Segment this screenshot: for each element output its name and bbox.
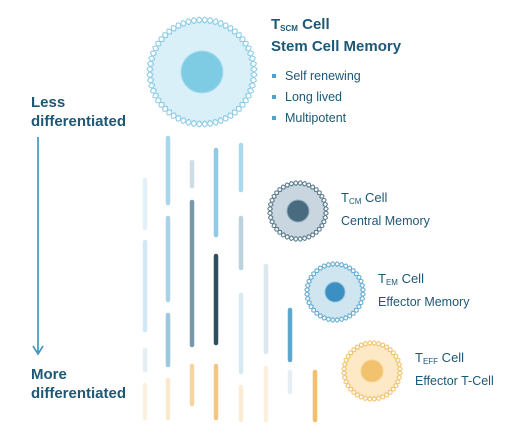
tcm-cell-title: TCM Cell xyxy=(341,190,388,206)
cell-nucleus xyxy=(360,359,384,383)
cell-membrane xyxy=(304,261,366,323)
tscm-properties-list: Self renewing Long lived Multipotent xyxy=(271,66,361,129)
differentiation-arrow xyxy=(32,137,44,356)
cell-nucleus xyxy=(286,199,310,223)
list-item: Multipotent xyxy=(271,108,361,129)
cell-membrane xyxy=(146,16,258,128)
tem-cell-name: Effector Memory xyxy=(378,295,470,309)
tem-cell-icon xyxy=(304,261,366,323)
tscm-cell-title: TSCM Cell xyxy=(271,16,330,33)
differentiation-bars xyxy=(142,135,318,423)
more-differentiated-label: More differentiated xyxy=(31,366,127,402)
list-item: Long lived xyxy=(271,87,361,108)
tcm-cell-icon xyxy=(267,180,329,242)
teff-cell-title: TEFF Cell xyxy=(415,350,465,366)
tcm-cell-name: Central Memory xyxy=(341,214,430,228)
tscm-cell-icon xyxy=(146,16,258,128)
cell-nucleus xyxy=(180,50,224,94)
tscm-cell-name: Stem Cell Memory xyxy=(271,38,402,55)
teff-cell-icon xyxy=(341,340,403,402)
less-differentiated-label: Less differentiated xyxy=(31,94,127,130)
cell-membrane xyxy=(341,340,403,402)
cell-membrane xyxy=(267,180,329,242)
tem-cell-title: TEM Cell xyxy=(378,271,424,287)
cell-nucleus xyxy=(324,281,346,303)
list-item: Self renewing xyxy=(271,66,361,87)
teff-cell-name: Effector T-Cell xyxy=(415,374,494,388)
